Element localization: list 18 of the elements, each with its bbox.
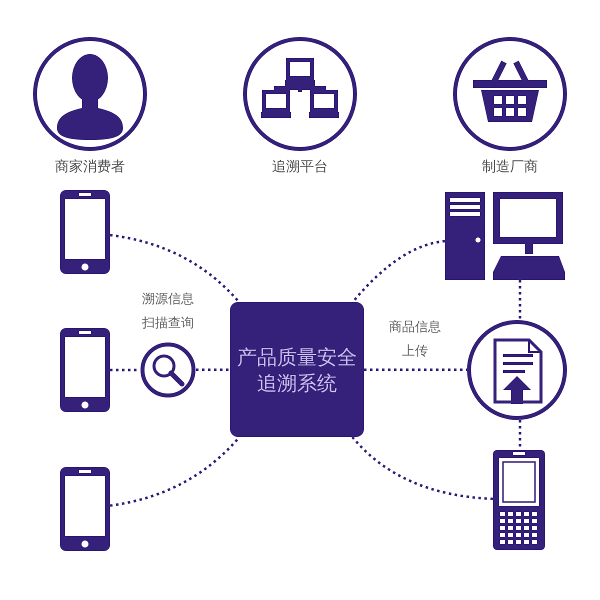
magnifier-icon	[140, 342, 196, 398]
handheld-scanner-icon	[493, 450, 545, 550]
icon-caption: 追溯平台	[271, 158, 329, 176]
document-upload-icon	[467, 320, 567, 420]
dotted-connector	[110, 234, 240, 303]
smartphone-icon	[60, 328, 110, 412]
dotted-connector	[518, 280, 522, 320]
desktop-computer-icon	[445, 192, 565, 280]
smartphone-icon	[60, 190, 110, 274]
dotted-connector	[352, 240, 446, 303]
system-box: 产品质量安全追溯系统	[230, 302, 364, 437]
dotted-connector	[351, 436, 494, 500]
smartphone-icon	[60, 467, 110, 551]
icon-caption: 商家消费者	[54, 158, 126, 176]
icon-caption: 制造厂商	[481, 158, 539, 176]
dotted-connector	[196, 368, 230, 371]
dotted-connector	[110, 436, 240, 507]
dotted-connector	[364, 368, 467, 371]
